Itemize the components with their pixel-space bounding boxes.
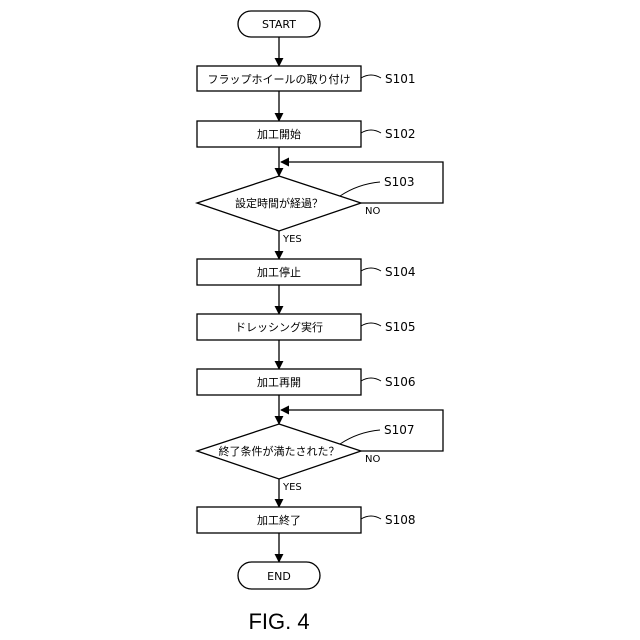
s108-ref: S108	[385, 513, 416, 527]
node-s108: 加工終了 S108	[197, 507, 416, 533]
end-label: END	[267, 570, 291, 583]
start-label: START	[262, 18, 296, 31]
s104-label: 加工停止	[257, 265, 301, 279]
s103-ref: S103	[384, 175, 415, 189]
s101-ref: S101	[385, 72, 416, 86]
s108-label: 加工終了	[257, 513, 301, 527]
figure-title: FIG. 4	[248, 609, 309, 634]
node-s101: フラップホイールの取り付け S101	[197, 66, 416, 91]
s105-leader	[361, 323, 381, 326]
s101-leader	[361, 75, 381, 78]
s106-label: 加工再開	[257, 376, 301, 389]
s107-no-label: NO	[365, 454, 380, 465]
s106-ref: S106	[385, 375, 416, 389]
s107-label: 終了条件が満たされた？	[219, 444, 340, 458]
s103-yes-label: YES	[282, 234, 302, 245]
node-s103: 設定時間が経過？ S103 NO YES	[197, 175, 415, 245]
s106-leader	[361, 378, 381, 381]
s104-ref: S104	[385, 265, 416, 279]
node-s104: 加工停止 S104	[197, 259, 416, 285]
node-end: END	[238, 562, 320, 589]
node-start: START	[238, 11, 320, 37]
s105-ref: S105	[385, 320, 416, 334]
node-s105: ドレッシング実行 S105	[197, 314, 416, 340]
s103-no-label: NO	[365, 206, 380, 217]
s105-label: ドレッシング実行	[235, 320, 323, 334]
connectors	[279, 37, 443, 562]
s101-label: フラップホイールの取り付け	[208, 73, 351, 86]
node-s106: 加工再開 S106	[197, 369, 416, 395]
s102-ref: S102	[385, 127, 416, 141]
s103-label: 設定時間が経過？	[235, 196, 323, 210]
node-s107: 終了条件が満たされた？ S107 NO YES	[197, 423, 415, 493]
s108-leader	[361, 516, 381, 519]
s102-label: 加工開始	[257, 127, 301, 141]
s107-leader	[340, 430, 380, 444]
s102-leader	[361, 130, 381, 133]
s107-ref: S107	[384, 423, 415, 437]
node-s102: 加工開始 S102	[197, 121, 416, 147]
s107-yes-label: YES	[282, 482, 302, 493]
s103-leader	[340, 182, 380, 196]
s104-leader	[361, 268, 381, 271]
